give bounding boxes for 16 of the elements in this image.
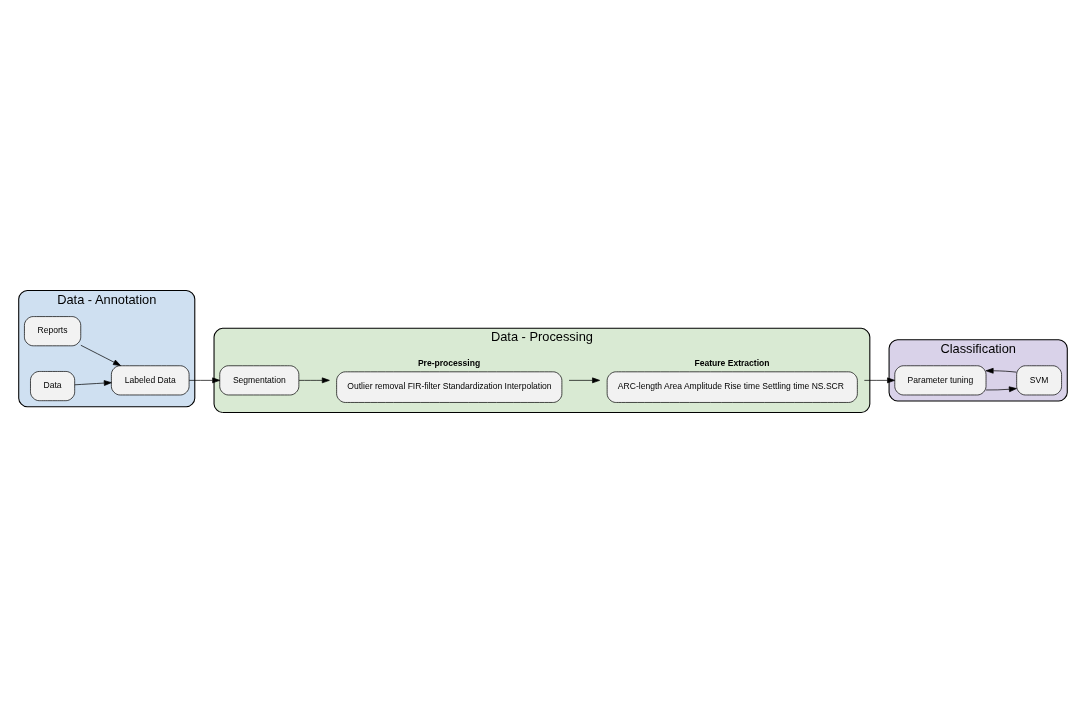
arrow: [74, 379, 112, 386]
node-box: Data: [30, 370, 76, 401]
arrow: [985, 367, 1017, 374]
node-label: Feature Extraction: [694, 357, 770, 368]
node-label: Pre-processing: [417, 357, 481, 368]
arrow: [864, 377, 895, 383]
arrow: [188, 377, 221, 383]
node-box: Labeled Data: [111, 364, 190, 395]
node-box: Reports: [24, 315, 82, 346]
arrow: [298, 377, 330, 383]
node-box: SVM: [1016, 364, 1062, 395]
node-box: Parameter tuning: [894, 364, 987, 395]
node-box: Segmentation: [219, 364, 300, 395]
arrow: [568, 377, 600, 383]
arrow: [985, 385, 1017, 392]
arrow: [80, 344, 121, 366]
